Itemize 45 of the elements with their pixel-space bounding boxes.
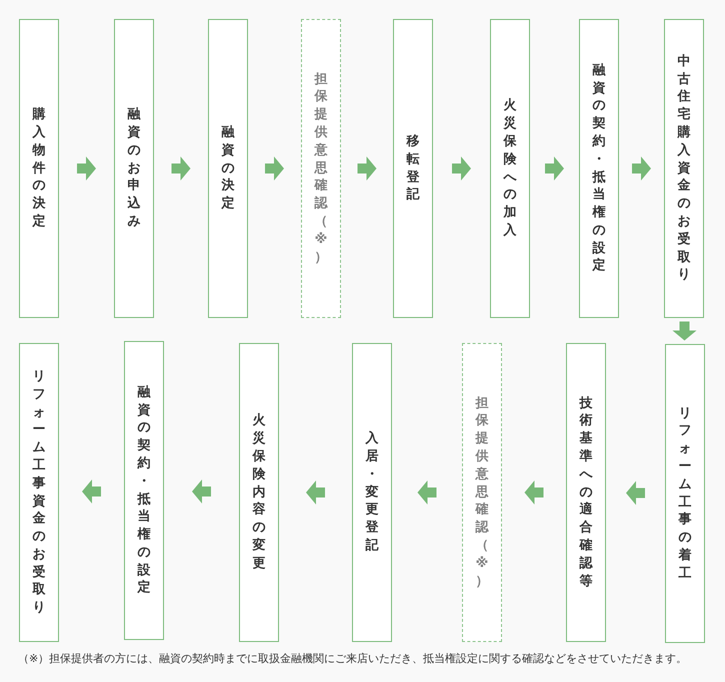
step-label: リフォーム工事の着工 (678, 404, 692, 582)
step-label: 入居・変更登記 (366, 430, 378, 555)
arrow (77, 156, 96, 180)
step-box (124, 341, 164, 640)
arrow (626, 481, 645, 505)
step-box (393, 19, 433, 318)
step-box (19, 343, 59, 642)
step-box (208, 19, 248, 318)
step-box (352, 343, 392, 642)
step-label: 火災保険内容の変更 (252, 412, 266, 573)
arrow (632, 156, 651, 180)
optional-step-box (301, 19, 341, 318)
arrow (172, 156, 190, 180)
step-label: 融資の契約・抵当権の設定 (138, 384, 150, 598)
step-label: 技術基準への適合確認等 (580, 394, 592, 590)
arrow (524, 480, 544, 504)
arrow (672, 322, 696, 340)
step-label: 火災保険への加入 (504, 97, 516, 240)
step-box (19, 19, 59, 318)
step-box (566, 343, 606, 642)
arrow (358, 156, 376, 180)
step-label: リフォーム工事資金のお受取り (32, 368, 46, 618)
step-box (665, 344, 705, 643)
arrow (545, 156, 564, 180)
step-box (664, 19, 704, 318)
arrow (265, 156, 284, 180)
optional-step-box (462, 343, 502, 642)
step-label: 担保提供意思確認（※） (476, 394, 488, 590)
step-label: 融資の決定 (222, 124, 234, 213)
step-box (114, 19, 154, 318)
step-label: 融資のお申込み (128, 106, 140, 231)
step-label: 移転登記 (406, 132, 420, 204)
arrow (452, 156, 471, 180)
arrow (418, 480, 436, 504)
step-box (239, 343, 279, 642)
step-label: 担保提供意思確認（※） (314, 70, 328, 266)
step-box (579, 19, 619, 318)
arrow (82, 480, 101, 504)
footnote: （※）担保提供者の方には、融資の契約時までに取扱金融機関にご来店いただき、抵当権設定に関する確認などをさせていただきます。 (18, 651, 688, 667)
step-label: 購入物件の決定 (32, 106, 46, 231)
step-label: 融資の契約・抵当権の設定 (592, 62, 606, 276)
arrow (192, 480, 211, 504)
step-label: 中古住宅購入資金のお受取り (678, 52, 690, 284)
step-box (490, 19, 530, 318)
arrow (306, 480, 325, 504)
